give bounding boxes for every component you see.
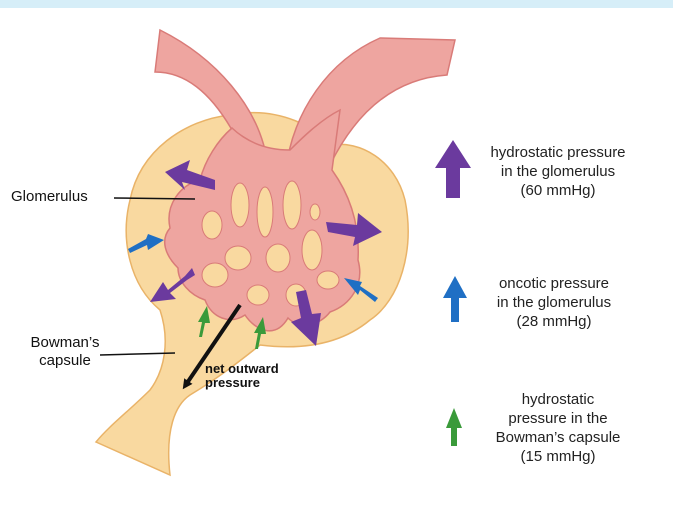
- net-outward-line: pressure: [205, 376, 279, 390]
- bowmans-label-line: capsule: [20, 352, 110, 370]
- legend-line: (60 mmHg): [458, 181, 658, 200]
- legend-item-hydrostatic-glomerulus: hydrostatic pressure in the glomerulus (…: [458, 143, 658, 200]
- legend-line: Bowman’s capsule: [458, 428, 658, 447]
- bowmans-capsule-label: Bowman’s capsule: [20, 334, 110, 370]
- legend-line: in the glomerulus: [454, 293, 654, 312]
- legend-line: (15 mmHg): [458, 447, 658, 466]
- glomerulus-pointer: [114, 198, 195, 199]
- legend-item-hydrostatic-bowmans: hydrostatic pressure in the Bowman’s cap…: [458, 390, 658, 466]
- legend-line: oncotic pressure: [454, 274, 654, 293]
- legend-line: hydrostatic: [458, 390, 658, 409]
- legend-line: in the glomerulus: [458, 162, 658, 181]
- legend-item-oncotic-glomerulus: oncotic pressure in the glomerulus (28 m…: [454, 274, 654, 331]
- legend-line: (28 mmHg): [454, 312, 654, 331]
- net-outward-label: net outward pressure: [205, 362, 279, 390]
- legend-line: pressure in the: [458, 409, 658, 428]
- net-outward-line: net outward: [205, 362, 279, 376]
- legend-line: hydrostatic pressure: [458, 143, 658, 162]
- glomerulus-label: Glomerulus: [11, 188, 88, 205]
- bowmans-label-line: Bowman’s: [20, 334, 110, 352]
